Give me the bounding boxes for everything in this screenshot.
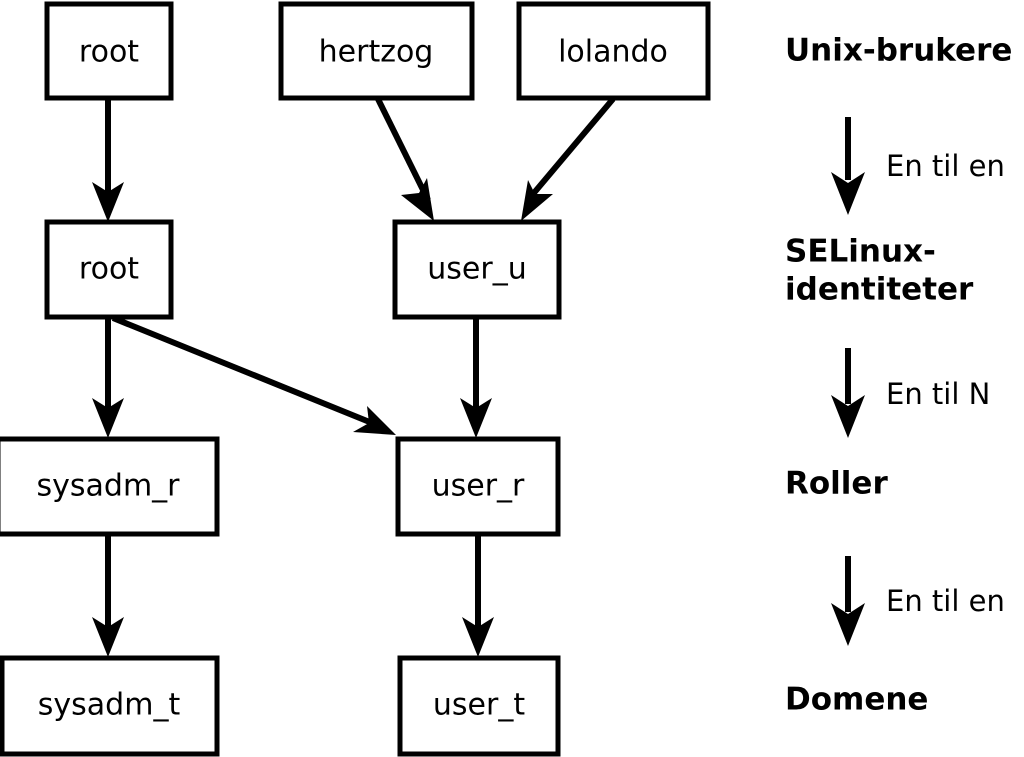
edge-selinux-root-to-user-r [111,315,396,435]
node-domain-user-t[interactable]: user_t [397,655,561,757]
edge-lolando-to-user-u [521,97,616,221]
legend-relation-identities-to-roles: En til N [886,377,990,411]
legend-arrow-identities-to-roles-icon [831,348,865,438]
legend-stage-unix-users: Unix-brukere [785,33,1012,69]
node-selinux-root[interactable]: root [44,219,174,320]
node-role-user-r[interactable]: user_r [395,436,561,537]
node-selinux-user-u-label: user_u [427,252,526,287]
node-selinux-user-u[interactable]: user_u [392,219,562,320]
node-unix-lolando[interactable]: lolando [516,1,711,101]
node-domain-sysadm-t-label: sysadm_t [38,688,181,723]
legend-arrow-roles-to-domains-icon [831,556,865,646]
legend-stage-roles: Roller [785,466,888,502]
legend-relation-roles-to-domains: En til en [886,584,1005,618]
node-unix-root-label: root [79,35,139,70]
edge-hertzog-to-user-u [375,97,434,221]
node-domain-sysadm-t[interactable]: sysadm_t [0,655,220,757]
legend-relation-users-to-identities: En til en [886,149,1005,183]
node-unix-hertzog-label: hertzog [319,35,434,70]
edge-user-r-to-user-t [462,536,494,657]
node-role-sysadm-r-label: sysadm_r [37,469,181,504]
legend-stage-selinux-identities-line2: identiteter [785,272,974,308]
legend-stage-domains: Domene [785,682,928,718]
edge-selinux-root-to-sysadm-r [92,318,124,438]
edge-user-u-to-user-r [460,318,492,438]
node-role-sysadm-r[interactable]: sysadm_r [0,436,220,537]
edge-unix-root-to-selinux-root [92,99,124,222]
node-role-user-r-label: user_r [432,469,525,504]
legend-stage-selinux-identities-line1: SELinux- [785,234,936,270]
node-unix-hertzog[interactable]: hertzog [278,1,475,101]
node-domain-user-t-label: user_t [433,688,525,723]
legend-arrow-users-to-identities-icon [831,117,865,215]
node-unix-lolando-label: lolando [558,35,668,70]
edge-sysadm-r-to-sysadm-t [92,536,124,657]
node-unix-root[interactable]: root [44,1,174,101]
node-selinux-root-label: root [79,252,139,287]
